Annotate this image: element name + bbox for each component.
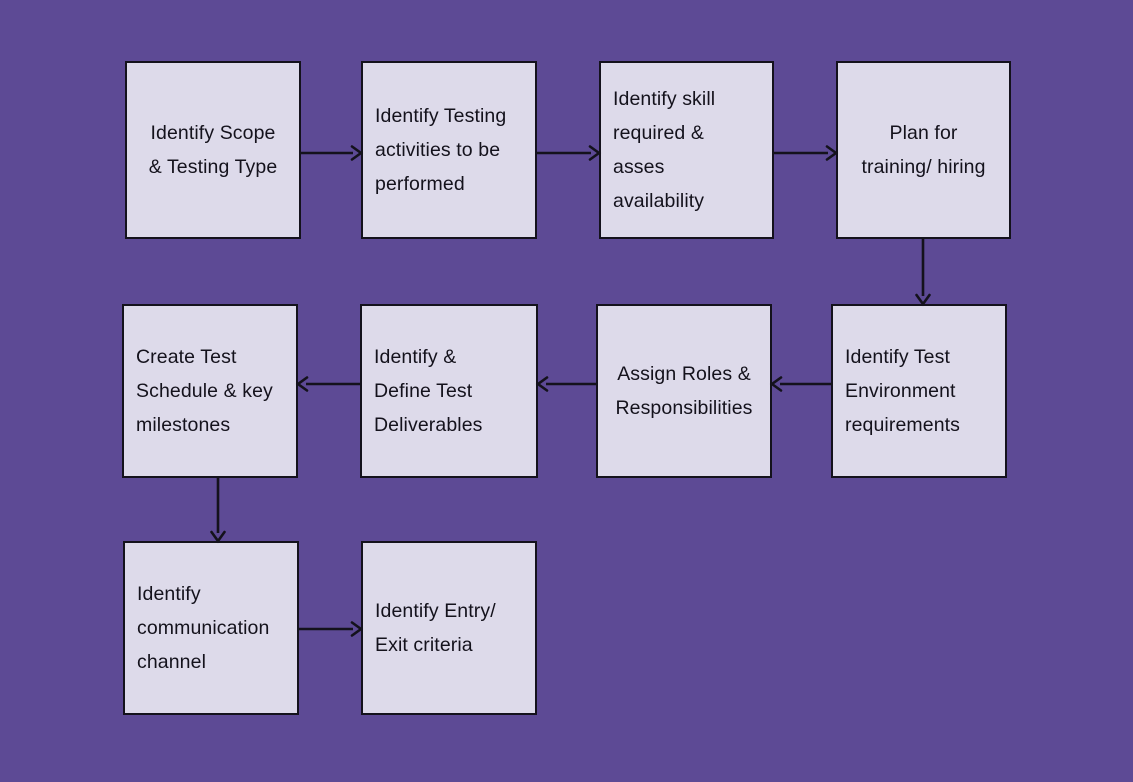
- flowchart-node-n9[interactable]: Identify communication channel: [123, 541, 299, 715]
- flowchart-node-n7[interactable]: Assign Roles & Responsibilities: [596, 304, 772, 478]
- flowchart-node-label: Identify Entry/ Exit criteria: [375, 600, 496, 656]
- flowchart-node-label: Assign Roles & Responsibilities: [615, 363, 753, 419]
- flowchart-arrow-e6: [535, 373, 596, 395]
- flowchart-node-label: Plan for training/ hiring: [861, 122, 986, 178]
- flowchart-node-label: Create Test Schedule & key milestones: [136, 346, 273, 436]
- flowchart-arrow-e7: [295, 373, 360, 395]
- flowchart-arrow-e2: [537, 142, 602, 164]
- flowchart-node-n1[interactable]: Identify Scope & Testing Type: [125, 61, 301, 239]
- flowchart-node-n3[interactable]: Identify skill required & asses availabi…: [599, 61, 774, 239]
- flowchart-node-label: Identify Test Environment requirements: [845, 346, 961, 436]
- flowchart-arrow-e3: [774, 142, 839, 164]
- flowchart-node-label: Identify Testing activities to be perfor…: [375, 105, 507, 195]
- flowchart-node-n4[interactable]: Plan for training/ hiring: [836, 61, 1011, 239]
- flowchart-arrow-e4: [912, 239, 934, 307]
- flowchart-node-n5[interactable]: Create Test Schedule & key milestones: [122, 304, 298, 478]
- flowchart-arrow-e9: [299, 618, 364, 640]
- flowchart-node-n6[interactable]: Identify & Define Test Deliverables: [360, 304, 538, 478]
- flowchart-arrow-e5: [769, 373, 831, 395]
- flowchart-node-n2[interactable]: Identify Testing activities to be perfor…: [361, 61, 537, 239]
- flowchart-arrow-e8: [207, 478, 229, 544]
- flowchart-node-n8[interactable]: Identify Test Environment requirements: [831, 304, 1007, 478]
- flowchart-arrow-e1: [301, 142, 364, 164]
- flowchart-node-label: Identify & Define Test Deliverables: [374, 346, 483, 436]
- flowchart-node-label: Identify Scope & Testing Type: [148, 122, 278, 178]
- flowchart-node-label: Identify communication channel: [137, 583, 270, 673]
- flowchart-node-label: Identify skill required & asses availabi…: [613, 88, 716, 212]
- flowchart-node-n10[interactable]: Identify Entry/ Exit criteria: [361, 541, 537, 715]
